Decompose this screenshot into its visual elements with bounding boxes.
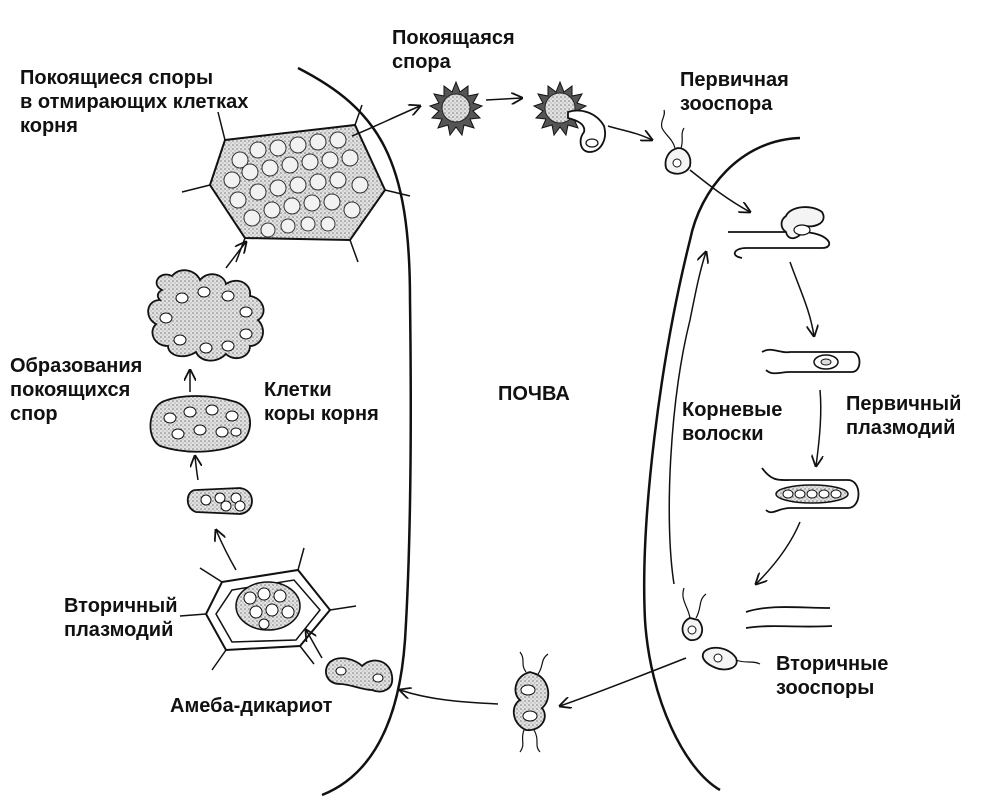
arrow-secondary-reinfection — [668, 252, 706, 585]
label-resting-spore: Покоящаяся спора — [392, 27, 515, 73]
resting-spores-cell-mass — [181, 104, 411, 263]
arrow-small-to-medium-cell — [195, 456, 198, 481]
arrow-fusion-to-amoeba — [400, 690, 499, 705]
secondary-zoospore-icon-2 — [701, 646, 761, 671]
arrow-plasmodium-to-small-cell — [216, 530, 237, 571]
left-soil-boundary — [297, 66, 413, 797]
cortex-cell-medium — [149, 395, 251, 453]
cycle-arrows — [190, 98, 821, 706]
arrow-zoospores-to-fusion — [560, 657, 687, 706]
arrow-forming-to-cell-mass — [225, 242, 246, 269]
germinating-spore-icon — [532, 80, 606, 153]
label-root-hairs: Корневые волоски — [682, 399, 783, 445]
root-hair-primary-plasmodium-1 — [761, 348, 861, 375]
arrow-zoospore-to-root-hair — [689, 169, 750, 212]
label-secondary-plasmodium: Вторичный плазмодий — [64, 595, 178, 641]
arrow-root-hair-to-plasmodium — [789, 261, 814, 336]
root-hair-primary-plasmodium-2 — [761, 467, 860, 514]
arrow-spore-to-germination — [485, 98, 522, 100]
label-primary-zoospore: Первичная зооспора — [680, 69, 789, 115]
arrow-plasmodium-1-to-2 — [816, 389, 821, 466]
primary-zoospore-icon — [660, 109, 692, 175]
label-primary-plasmodium: Первичный плазмодий — [846, 393, 962, 439]
amoeba-dikaryon-icon — [325, 657, 394, 693]
fusing-zoospores-icon — [512, 651, 550, 753]
forming-resting-spores-cell — [147, 269, 265, 362]
resting-spore-icon — [428, 80, 484, 137]
right-soil-boundary — [642, 136, 801, 792]
arrow-plasmodium-to-secondary-zoospores — [756, 521, 801, 584]
label-formation-of-resting-spores: Образования покоящихся спор — [10, 355, 143, 425]
label-secondary-zoospores: Вторичные зооспоры — [776, 653, 889, 699]
arrow-cells-to-resting-spore — [351, 106, 420, 137]
label-resting-spores-in-dying-root-cells: Покоящиеся споры в отмирающих клетках ко… — [20, 67, 249, 137]
root-hair-infection-top — [728, 206, 831, 259]
root-hair-empty — [745, 606, 833, 629]
secondary-zoospore-icon-1 — [681, 587, 707, 641]
label-amoeba-dikaryon: Амеба-дикариот — [170, 695, 333, 717]
secondary-plasmodium-cell — [179, 547, 357, 671]
label-soil: ПОЧВА — [498, 383, 570, 405]
arrow-amoeba-to-plasmodium — [306, 630, 323, 659]
arrow-germination-to-zoospore — [607, 125, 652, 140]
label-root-cortex-cells: Клетки коры корня — [264, 379, 379, 425]
cortex-cell-small — [186, 487, 253, 515]
